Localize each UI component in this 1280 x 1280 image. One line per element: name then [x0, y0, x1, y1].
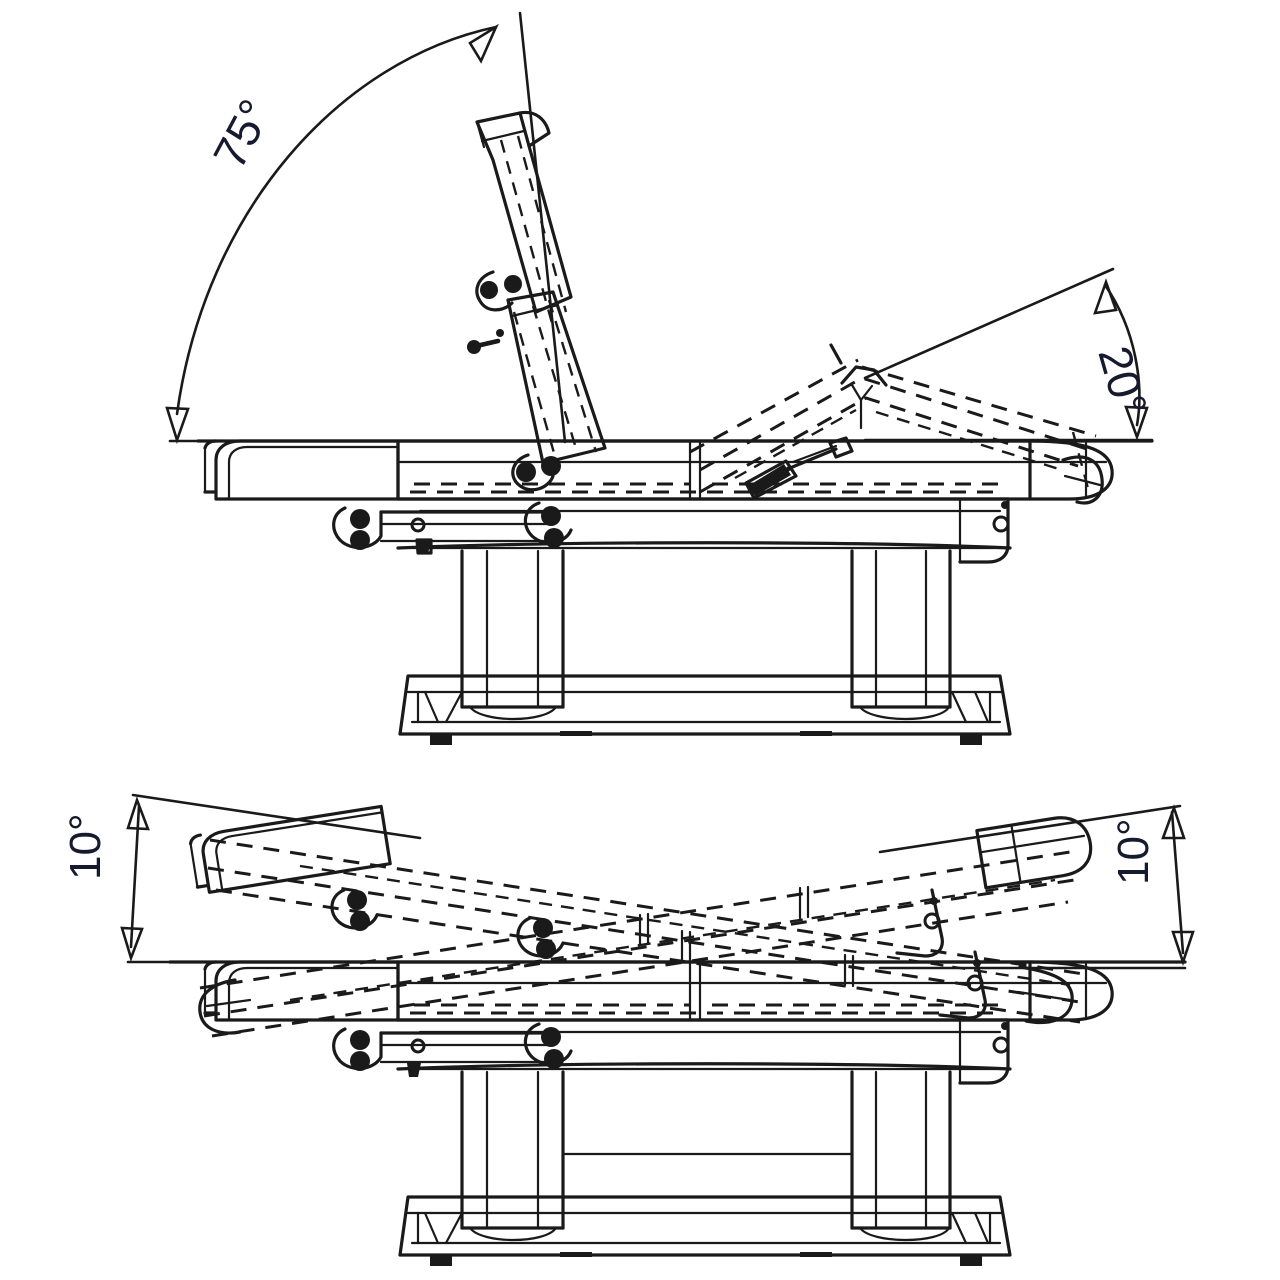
dimension-label-10deg-right: 10°: [1109, 818, 1158, 885]
dimension-legrest-20: 20°: [863, 267, 1158, 442]
dimension-label-20deg: 20°: [1088, 340, 1157, 421]
arrowhead-bottom-icon: [120, 926, 144, 963]
right-support-bracket-lower: [958, 1018, 1010, 1085]
lift-base-upper: [396, 541, 1012, 745]
pivot-dot: [480, 281, 498, 299]
seat-carriage-lower: [350, 1022, 573, 1077]
pivot-dot: [541, 456, 561, 476]
back-and-head-section-raised: [467, 110, 607, 492]
tabletop-tilt-up-right-phantom: [198, 816, 1093, 1038]
floor-foot: [960, 734, 982, 745]
right-support-bracket: [958, 497, 1010, 564]
pivot-dot: [516, 462, 536, 482]
leg-section-raised-phantom: [689, 343, 1104, 505]
pivot-dot: [504, 275, 522, 293]
arrowhead-top-icon: [468, 23, 499, 64]
screw-dot: [496, 329, 504, 337]
dimension-label-75deg: 75°: [203, 91, 282, 177]
floor-foot: [430, 1255, 452, 1266]
lower-view: 10° 10°: [61, 793, 1195, 1266]
tabletop-level-lower: [168, 960, 1187, 1085]
lift-base-lower: [396, 1062, 1012, 1266]
floor-foot: [960, 1255, 982, 1266]
actuator-cylinder: [744, 436, 854, 500]
arrowhead-bottom-icon: [165, 406, 190, 445]
arrowhead-top-icon: [1093, 278, 1118, 315]
arrowhead-bottom-icon: [1171, 930, 1195, 967]
seat-carriage: [350, 501, 573, 555]
tabletop-level-upper: [196, 436, 1154, 564]
arrowhead-top-icon: [1161, 804, 1186, 840]
upper-view: 75° 20°: [165, 11, 1158, 745]
dimension-label-10deg-left: 10°: [61, 813, 110, 880]
arrowhead-top-icon: [126, 796, 150, 831]
arrowhead-bottom-icon: [1124, 405, 1149, 441]
floor-foot: [430, 734, 452, 745]
dimension-backrest-75: 75°: [165, 11, 642, 445]
dimension-tilt-left-10: 10°: [61, 793, 422, 964]
lever-knob: [467, 340, 481, 354]
dimension-tilt-right-10: 10°: [878, 804, 1195, 970]
tabletop-tilt-up-left-phantom: [188, 804, 1091, 1024]
